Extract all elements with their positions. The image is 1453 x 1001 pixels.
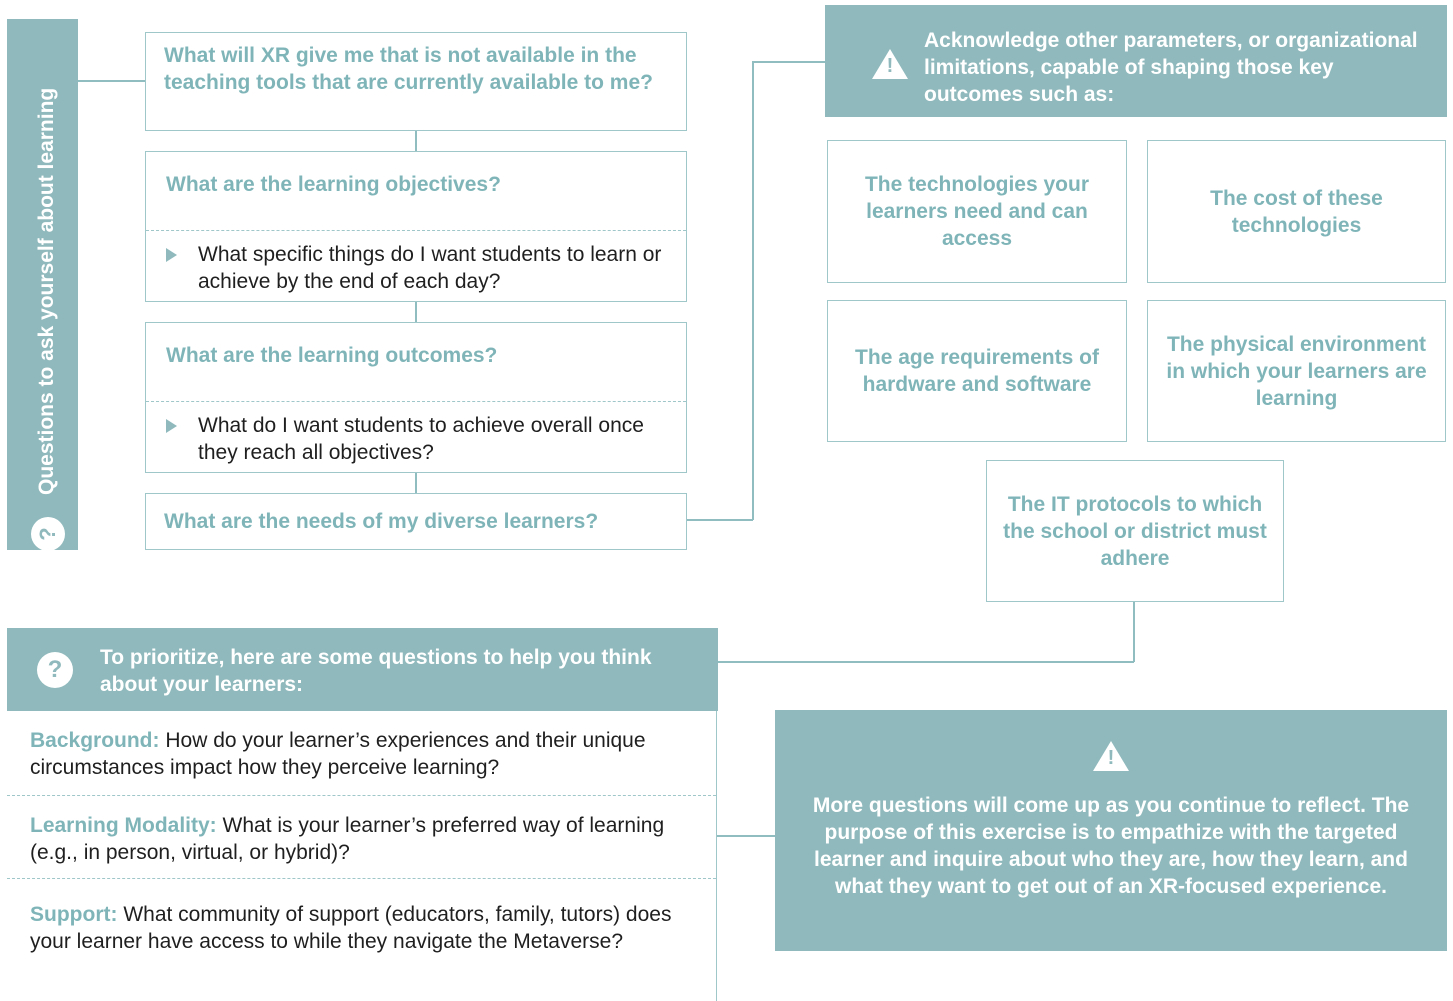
question-box-xr: What will XR give me that is not availab… (145, 32, 687, 131)
warning-icon: ! (872, 49, 908, 79)
sidebar-title: Questions to ask yourself about learning (35, 87, 58, 495)
support-text: What community of support (educators, fa… (30, 903, 672, 953)
support-label: Support: (30, 903, 118, 926)
list-item: Learning Modality: What is your learner’… (7, 796, 716, 878)
question-box-outcomes: What are the learning outcomes? What do … (145, 322, 687, 473)
list-item: Background: How do your learner’s experi… (7, 711, 716, 795)
prioritize-banner-text: To prioritize, here are some questions t… (100, 646, 652, 696)
parameters-banner: ! Acknowledge other parameters, or organ… (825, 5, 1447, 117)
bullet-arrow-icon (166, 419, 177, 433)
question-icon: ? (37, 652, 73, 688)
modality-label: Learning Modality: (30, 814, 217, 837)
question-xr-text: What will XR give me that is not availab… (164, 44, 653, 94)
connector (686, 519, 753, 521)
bullet-arrow-icon (166, 248, 177, 262)
connector (415, 130, 417, 151)
reflect-text: More questions will come up as you conti… (812, 794, 1410, 898)
connector (415, 301, 417, 322)
question-outcomes-title: What are the learning outcomes? (166, 344, 498, 367)
connector (78, 80, 145, 82)
param-technologies: The technologies your learners need and … (827, 140, 1127, 283)
question-icon: ? (31, 517, 65, 551)
sidebar-panel: Questions to ask yourself about learning… (7, 19, 78, 551)
question-box-objectives: What are the learning objectives? What s… (145, 151, 687, 302)
param-physical-environment: The physical environment in which your l… (1147, 300, 1446, 442)
connector (752, 61, 754, 520)
question-objectives-title: What are the learning objectives? (166, 173, 501, 196)
warning-icon: ! (1093, 741, 1129, 771)
question-box-needs: What are the needs of my diverse learner… (145, 493, 687, 550)
prioritize-banner: ? To prioritize, here are some questions… (7, 628, 718, 711)
parameters-banner-text: Acknowledge other parameters, or organiz… (924, 29, 1418, 106)
question-objectives-detail: What specific things do I want students … (198, 243, 662, 293)
connector (716, 835, 776, 837)
list-item: Support: What community of support (educ… (7, 879, 716, 955)
question-outcomes-detail: What do I want students to achieve overa… (198, 414, 644, 464)
reflect-panel: ! More questions will come up as you con… (775, 710, 1447, 951)
param-cost: The cost of these technologies (1147, 140, 1446, 283)
param-age-requirements: The age requirements of hardware and sof… (827, 300, 1127, 442)
background-label: Background: (30, 729, 160, 752)
connector (415, 472, 417, 493)
connector (1133, 600, 1135, 662)
modality-text: What is your learner’s preferred way of … (30, 814, 665, 864)
prioritize-list: Background: How do your learner’s experi… (7, 711, 717, 1001)
connector (752, 61, 825, 63)
param-it-protocols: The IT protocols to which the school or … (986, 460, 1284, 602)
connector (716, 661, 1134, 663)
background-text: How do your learner’s experiences and th… (30, 729, 646, 779)
question-needs-text: What are the needs of my diverse learner… (164, 510, 599, 533)
